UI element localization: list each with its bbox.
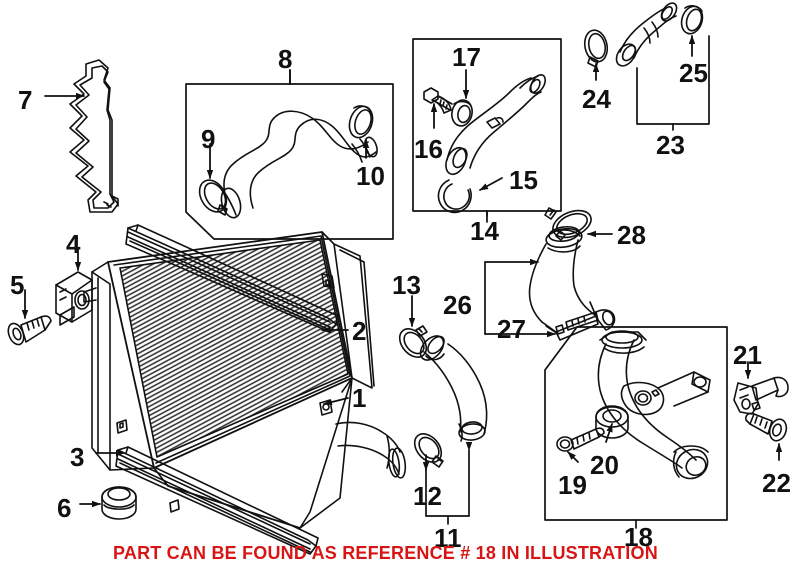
- bracket-11: [422, 442, 473, 525]
- callout-17: 17: [452, 42, 481, 72]
- part-7-air-duct-seal: [69, 59, 119, 213]
- part-3-lower-air-guide-rail: [115, 446, 319, 555]
- part-9-hose-clamp: [198, 179, 228, 216]
- part-21-sensor: [733, 376, 789, 415]
- part-1-intercooler-core: [83, 231, 407, 529]
- part-10-seal-ring: [348, 105, 374, 139]
- group-box-14: [412, 38, 562, 223]
- part-25-seal-ring: [680, 5, 704, 35]
- part-15-retaining-clip: [437, 179, 472, 214]
- bracket-26: [484, 258, 556, 338]
- leader-lines: [21, 35, 783, 508]
- callout-25: 25: [679, 58, 708, 88]
- part-23-connecting-pipe: [615, 2, 678, 67]
- callout-4: 4: [66, 229, 81, 259]
- callout-9: 9: [201, 124, 216, 154]
- part-28-hose-clamp: [544, 207, 592, 241]
- callout-11: 11: [434, 523, 462, 553]
- part-11-charge-air-hose-lower: [419, 335, 488, 442]
- callout-8: 8: [278, 44, 293, 74]
- callout-2: 2: [352, 316, 367, 346]
- callout-18: 18: [624, 522, 653, 552]
- part-22-sensor-bolt: [745, 412, 788, 442]
- callout-22: 22: [762, 468, 791, 498]
- group-box-8: [185, 69, 394, 240]
- part-14-charge-air-hose: [445, 74, 547, 176]
- callout-13: 13: [392, 270, 421, 300]
- part-24-hose-clamp: [583, 29, 609, 68]
- part-12-hose-clamp: [413, 433, 444, 468]
- part-13-hose-clamp: [398, 325, 428, 358]
- part-18-turbocharger-pipe: [597, 330, 711, 480]
- callout-16: 16: [414, 134, 443, 164]
- callout-14: 14: [470, 216, 499, 246]
- reference-notice: PART CAN BE FOUND AS REFERENCE # 18 IN I…: [113, 543, 658, 563]
- callout-19: 19: [558, 470, 587, 500]
- callout-23: 23: [656, 130, 685, 160]
- callout-6: 6: [57, 493, 72, 523]
- callout-5: 5: [10, 270, 25, 300]
- part-6-rubber-mount-grommet: [101, 486, 137, 520]
- part-4-mounting-bracket: [55, 271, 93, 326]
- callout-27: 27: [497, 314, 526, 344]
- callout-15: 15: [509, 165, 538, 195]
- part-16-connector-bolt: [423, 87, 453, 114]
- part-19-bolt: [556, 427, 605, 452]
- part-2-upper-air-guide-rail: [125, 224, 339, 333]
- group-box-18: [544, 326, 728, 529]
- callout-3: 3: [70, 442, 85, 472]
- part-5-mounting-bolt: [7, 315, 52, 346]
- callout-26: 26: [443, 290, 472, 320]
- part-20-spacer-bushing: [595, 405, 629, 439]
- callout-7: 7: [18, 85, 33, 115]
- part-17-grommet: [451, 99, 473, 127]
- callout-21: 21: [733, 340, 762, 370]
- callout-10: 10: [356, 161, 385, 191]
- callout-24: 24: [582, 84, 611, 114]
- callout-1: 1: [352, 383, 367, 413]
- callout-20: 20: [590, 450, 619, 480]
- bracket-23: [636, 35, 710, 131]
- part-27-retaining-bolt: [555, 309, 616, 335]
- callout-12: 12: [413, 481, 442, 511]
- callout-28: 28: [617, 220, 646, 250]
